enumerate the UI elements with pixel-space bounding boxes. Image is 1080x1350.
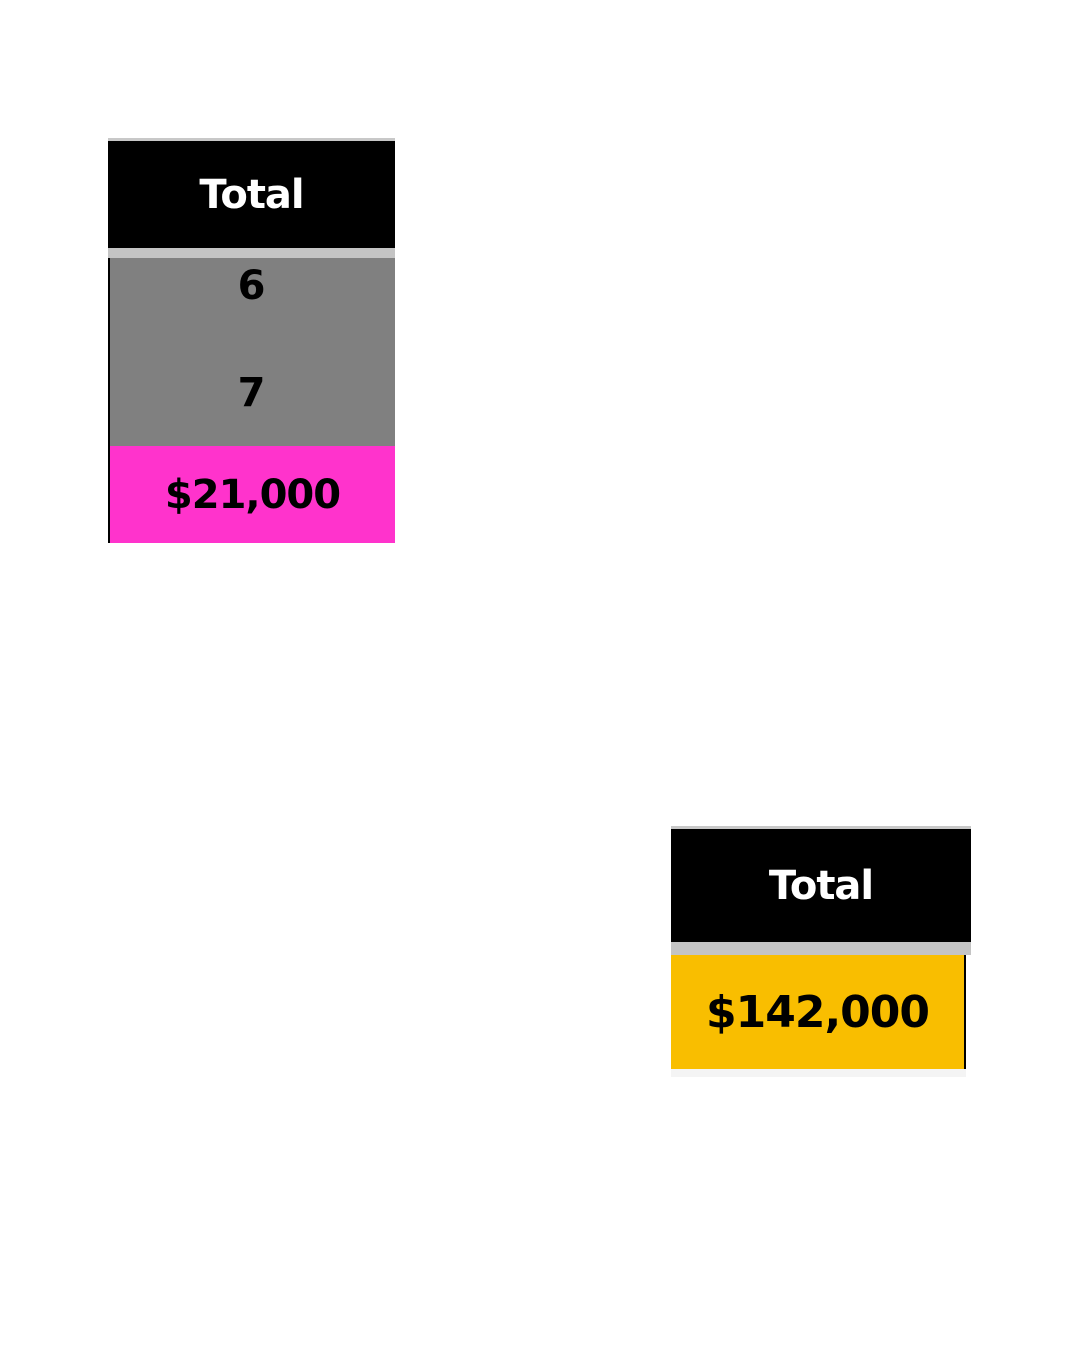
- header-cell: Total: [671, 829, 971, 942]
- total-value-cell: $21,000: [108, 446, 395, 543]
- left-total-table: Total 6 7 $21,000: [108, 138, 395, 543]
- rows-background: [108, 258, 395, 446]
- header-separator: [671, 942, 971, 955]
- row-value-1: 6: [237, 263, 266, 309]
- right-total-table: Total $142,000: [671, 826, 971, 1078]
- header-separator: [108, 248, 395, 258]
- header-cell: Total: [108, 141, 395, 248]
- row-value-2: 7: [237, 370, 266, 416]
- bottom-border: [671, 1069, 966, 1077]
- top-border: [671, 826, 971, 829]
- top-border: [108, 138, 395, 141]
- total-value-cell: $142,000: [671, 955, 966, 1069]
